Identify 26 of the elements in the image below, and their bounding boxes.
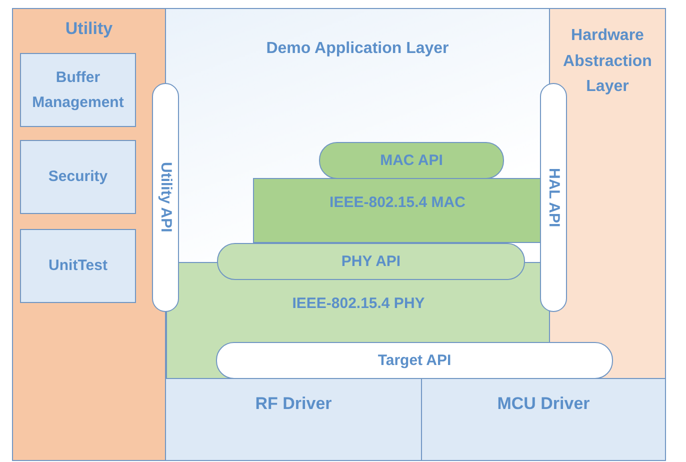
- layer-label: Utility: [65, 18, 113, 40]
- vertical-label: HAL API: [544, 168, 564, 228]
- layer-label: UnitTest: [48, 256, 108, 276]
- layer-label: IEEE-802.15.4 MAC: [330, 193, 466, 213]
- module-box: [20, 229, 136, 303]
- layer-block: [165, 378, 422, 461]
- vertical-label: Utility API: [156, 162, 176, 233]
- layer-label: Demo Application Layer: [266, 39, 449, 59]
- api-pill: [319, 142, 504, 179]
- layer-label: RF Driver: [255, 393, 332, 415]
- api-pill: [216, 342, 613, 379]
- api-pill: [152, 83, 179, 312]
- api-pill: [217, 243, 525, 280]
- layer-label: Buffer Management: [31, 68, 125, 113]
- layer-label: Target API: [378, 350, 452, 371]
- layer-label: IEEE-802.15.4 PHY: [292, 294, 425, 314]
- module-box: [20, 53, 136, 127]
- layer-label: PHY API: [341, 252, 401, 272]
- layer-label: MCU Driver: [497, 393, 590, 415]
- layer-block: [253, 178, 542, 243]
- layer-label: Hardware Abstraction Layer: [562, 26, 653, 98]
- layer-block: [421, 378, 666, 461]
- api-pill: [540, 83, 567, 312]
- layer-label: MAC API: [380, 150, 443, 171]
- layer-label: Security: [48, 167, 108, 188]
- module-box: [20, 140, 136, 214]
